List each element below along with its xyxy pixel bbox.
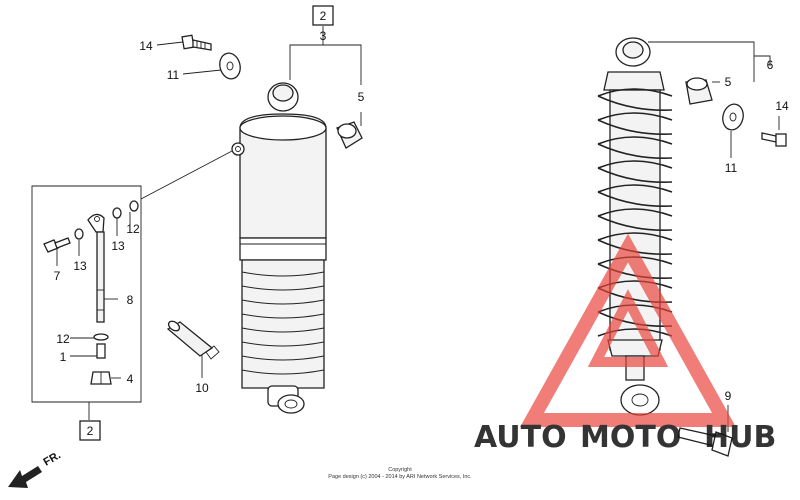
- copyright-line-1: Copyright: [388, 467, 412, 473]
- callout-5-left: 5: [358, 90, 365, 104]
- callout-11-left: 11: [167, 68, 180, 82]
- callout-13-left: 13: [73, 259, 87, 273]
- callout-8: 8: [127, 293, 134, 307]
- watermark-hub: HUB: [704, 420, 776, 455]
- watermark-moto: MOTO: [580, 420, 681, 455]
- callout-5-right: 5: [725, 75, 732, 89]
- right-mount-hardware: [677, 77, 787, 457]
- callout-6: 6: [767, 58, 774, 72]
- callout-11-right: 11: [725, 161, 738, 175]
- front-direction-arrow: FR.: [8, 449, 63, 488]
- callout-7: 7: [54, 269, 61, 283]
- callout-12-bottom: 12: [56, 332, 70, 346]
- automotohub-watermark: AUTO MOTO HUB: [474, 233, 776, 455]
- copyright-line-2: Page design (c) 2004 - 2014 by ARI Netwo…: [328, 474, 472, 480]
- callout-1: 1: [60, 350, 67, 364]
- hose-kit-inset: [31, 150, 233, 420]
- watermark-auto: AUTO: [474, 420, 567, 455]
- callout-box-top: [312, 5, 334, 26]
- callout-2-bottom: 2: [87, 424, 94, 438]
- fr-label: FR.: [42, 449, 63, 468]
- callout-labels: 2 14 11 3 5 12 13 7 13 8 12 1 4 10 2 6 5…: [54, 5, 789, 441]
- callout-10: 10: [195, 381, 209, 395]
- arrow-icon: [8, 466, 42, 488]
- leader-lines: [56, 26, 780, 379]
- callout-14-left: 14: [139, 39, 153, 53]
- collar-pin: [166, 320, 220, 378]
- triangle-logo-icon: [520, 233, 736, 427]
- left-shock-absorber: [231, 82, 327, 414]
- callout-13-right: 13: [111, 239, 125, 253]
- callout-12-top: 12: [126, 222, 140, 236]
- callout-box-bottom: [79, 420, 101, 441]
- callout-3: 3: [320, 29, 327, 43]
- callout-9: 9: [725, 389, 732, 403]
- callout-14-right: 14: [775, 99, 789, 113]
- left-mount-hardware: [181, 34, 363, 149]
- callout-4: 4: [127, 372, 134, 386]
- callout-2-top: 2: [320, 9, 327, 23]
